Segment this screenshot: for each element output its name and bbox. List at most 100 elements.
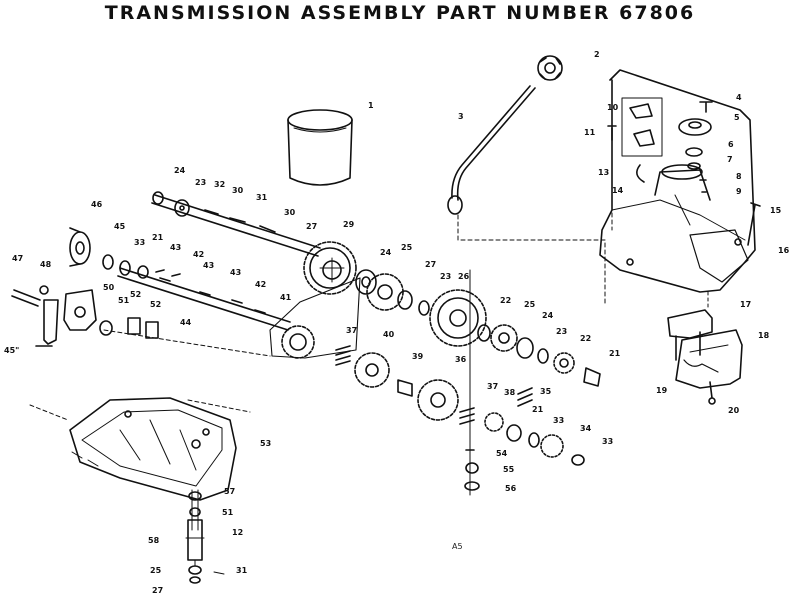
callout-43c: 43 bbox=[230, 268, 242, 277]
callout-22a: 22 bbox=[500, 296, 512, 305]
callout-28: 25 bbox=[401, 243, 413, 252]
part-pulley-46 bbox=[69, 227, 91, 267]
part-lower-case bbox=[69, 397, 237, 501]
callout-57: 57 bbox=[224, 487, 236, 496]
callout-40: 40 bbox=[383, 330, 395, 339]
callout-21c: 21 bbox=[532, 405, 544, 414]
callout-7: 7 bbox=[727, 155, 733, 164]
part-washer-23 bbox=[418, 300, 430, 316]
callout-21a: 21 bbox=[609, 349, 621, 358]
callout-38: 38 bbox=[504, 388, 516, 397]
callout-24a: 24 bbox=[174, 166, 186, 175]
callout-33a: 33 bbox=[134, 238, 146, 247]
callout-55: 55 bbox=[503, 465, 515, 474]
callout-23a: 23 bbox=[195, 178, 207, 187]
callout-3: 3 bbox=[458, 112, 464, 121]
callout-20: 20 bbox=[728, 406, 740, 415]
callout-25: 25 bbox=[150, 566, 162, 575]
part-pivot-arm bbox=[11, 285, 59, 347]
callout-24b: 24 bbox=[380, 248, 392, 257]
callout-45b: 45" bbox=[4, 346, 20, 355]
callout-9: 9 bbox=[736, 187, 742, 196]
callout-43b: 43 bbox=[203, 261, 215, 270]
part-detent-stack bbox=[607, 97, 713, 193]
callout-27b: 27 bbox=[425, 260, 437, 269]
callout-6: 6 bbox=[728, 140, 734, 149]
callout-24c: 24 bbox=[542, 311, 554, 320]
part-gear-24 bbox=[355, 269, 377, 295]
leader-case-right bbox=[187, 399, 251, 413]
callout-29: 29 bbox=[343, 220, 355, 229]
part-shift-knob bbox=[537, 55, 563, 81]
callout-56: 56 bbox=[505, 484, 517, 493]
part-cup-housing bbox=[287, 109, 353, 186]
callout-48: 48 bbox=[40, 260, 52, 269]
callout-19b: 25 bbox=[524, 300, 536, 309]
callout-30b: 30 bbox=[284, 208, 296, 217]
callout-58: 58 bbox=[148, 536, 160, 545]
callout-14: 14 bbox=[612, 186, 624, 195]
part-shift-bracket bbox=[667, 309, 743, 405]
callout-23b: 23 bbox=[440, 272, 452, 281]
part-transmission-case bbox=[599, 69, 756, 293]
callout-37a: 37 bbox=[346, 326, 358, 335]
callout-42a: 42 bbox=[193, 250, 205, 259]
callout-23c: 23 bbox=[556, 327, 568, 336]
leader-lever-housing bbox=[457, 214, 606, 306]
part-lower-chain bbox=[335, 345, 585, 466]
callout-12: 12 bbox=[232, 528, 244, 537]
callout-42b: 42 bbox=[255, 280, 267, 289]
callout-37b: 37 bbox=[487, 382, 499, 391]
part-gear-26 bbox=[429, 289, 487, 347]
callout-27a: 27 bbox=[306, 222, 318, 231]
callout-30a: 30 bbox=[232, 186, 244, 195]
callout-51a: 51 bbox=[118, 296, 130, 305]
part-spacer-27 bbox=[397, 290, 413, 310]
callout-52: 52 bbox=[130, 290, 142, 299]
callout-39: 39 bbox=[412, 352, 424, 361]
callout-19: 19 bbox=[656, 386, 668, 395]
callout-33c: 33 bbox=[602, 437, 614, 446]
page-code: A5 bbox=[452, 542, 463, 551]
callout-16: 16 bbox=[778, 246, 790, 255]
callout-47: 47 bbox=[12, 254, 24, 263]
part-lower-shaft bbox=[117, 267, 291, 331]
callout-41: 41 bbox=[280, 293, 292, 302]
callout-53: 53 bbox=[260, 439, 272, 448]
part-washers-left bbox=[102, 254, 181, 279]
callout-1: 1 bbox=[368, 101, 374, 110]
callout-13: 13 bbox=[598, 168, 610, 177]
callout-50: 50 bbox=[103, 283, 115, 292]
callout-22b: 22 bbox=[580, 334, 592, 343]
leader-case-left bbox=[29, 404, 69, 421]
callout-52b: 52 bbox=[150, 300, 162, 309]
part-shift-lever bbox=[447, 85, 536, 215]
leader-plate bbox=[103, 329, 271, 357]
callout-31a: 31 bbox=[256, 193, 268, 202]
part-gear-cluster-left bbox=[269, 277, 361, 359]
callout-2: 2 bbox=[594, 50, 600, 59]
callout-21b: 21 bbox=[152, 233, 164, 242]
callout-33b: 33 bbox=[553, 416, 565, 425]
callout-45a: 45 bbox=[114, 222, 126, 231]
callout-36: 36 bbox=[455, 355, 467, 364]
callout-34: 34 bbox=[580, 424, 592, 433]
part-shift-fork-pin bbox=[464, 449, 480, 491]
diagram-title: TRANSMISSION ASSEMBLY PART NUMBER 67806 bbox=[104, 2, 696, 24]
callout-26: 26 bbox=[458, 272, 470, 281]
callout-11: 11 bbox=[584, 128, 596, 137]
callout-27c: 27 bbox=[152, 586, 164, 595]
callout-46: 46 bbox=[91, 200, 103, 209]
callout-35: 35 bbox=[540, 387, 552, 396]
callout-5: 5 bbox=[734, 113, 740, 122]
callout-44: 44 bbox=[180, 318, 192, 327]
callout-43a: 43 bbox=[170, 243, 182, 252]
part-vertical-shaft bbox=[185, 489, 225, 584]
part-gear-29 bbox=[303, 241, 357, 295]
callout-51b: 51 bbox=[222, 508, 234, 517]
callout-32: 32 bbox=[214, 180, 226, 189]
callout-15: 15 bbox=[770, 206, 782, 215]
callout-10: 10 bbox=[607, 103, 619, 112]
